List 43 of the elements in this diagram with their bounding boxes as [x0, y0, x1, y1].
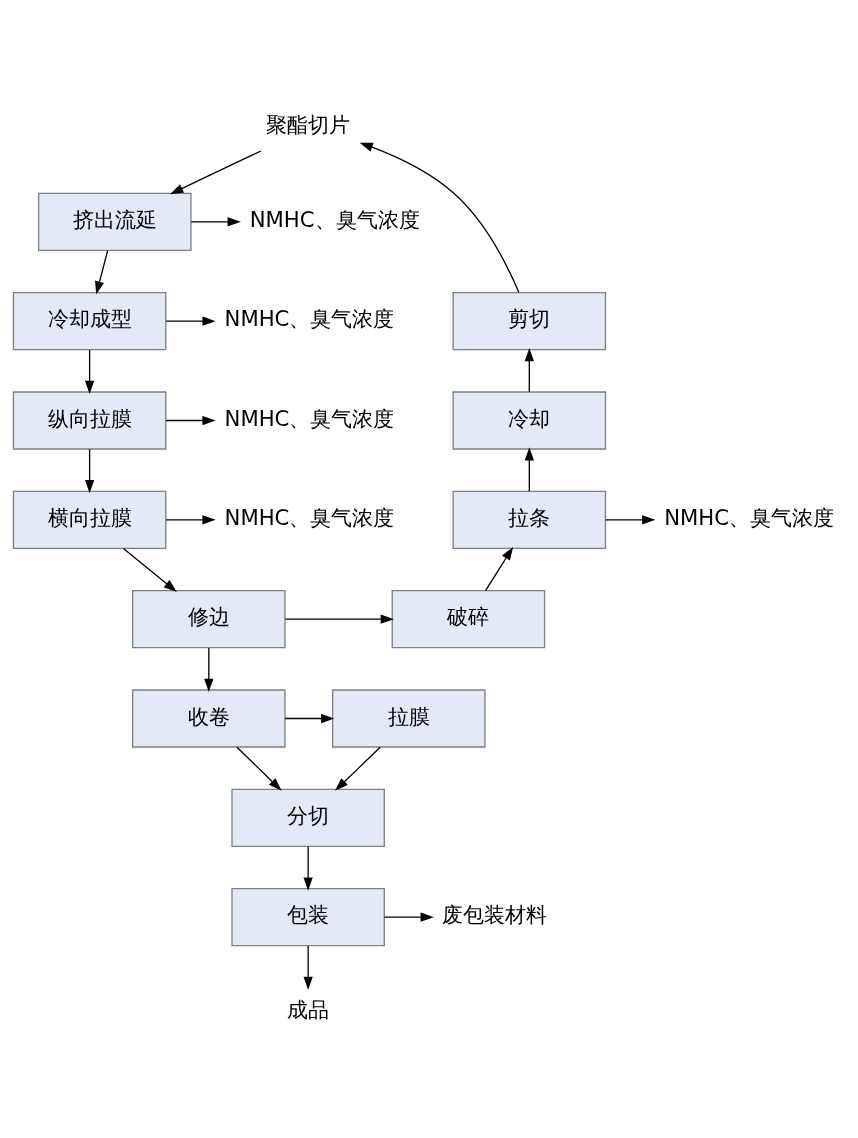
arrow	[524, 446, 534, 492]
node-box: 冷却成型	[12, 291, 167, 350]
arrow	[605, 514, 656, 524]
node-text: 成品	[287, 996, 330, 1022]
node-box: 拉条	[452, 490, 607, 549]
node-box: 收卷	[132, 688, 286, 748]
node-text: NMHC、臭气浓度	[249, 206, 420, 232]
arrow	[122, 547, 177, 592]
arrow	[190, 216, 241, 226]
node-box: 拉膜	[332, 688, 486, 748]
node-text: NMHC、臭气浓度	[224, 305, 395, 331]
arrow	[95, 249, 109, 295]
node-box: 破碎	[391, 589, 546, 648]
arrow	[303, 845, 313, 891]
node-box: 包装	[231, 887, 385, 946]
node-text: NMHC、臭气浓度	[224, 504, 395, 530]
arrow	[84, 448, 95, 493]
node-text: 聚酯切片	[266, 111, 351, 137]
node-box: 纵向拉膜	[12, 390, 167, 450]
arrow	[284, 614, 394, 624]
node-box: 冷却	[452, 390, 607, 450]
node-text: NMHC、臭气浓度	[664, 504, 835, 530]
arrow	[165, 415, 216, 425]
arrow	[236, 746, 282, 791]
node-box: 横向拉膜	[12, 490, 167, 549]
node-text: 废包装材料	[442, 901, 548, 927]
arrow	[484, 546, 514, 591]
node-text: NMHC、臭气浓度	[224, 405, 395, 431]
node-box: 修边	[132, 589, 286, 648]
arrow	[84, 348, 95, 394]
node-box: 挤出流延	[37, 192, 192, 251]
arrow	[303, 944, 313, 990]
arrow	[165, 514, 216, 524]
arrow	[359, 142, 520, 293]
arrow	[284, 713, 335, 723]
node-box: 分切	[231, 788, 385, 847]
node-box: 剪切	[452, 291, 607, 350]
arrow	[165, 316, 216, 326]
arrow	[524, 347, 534, 393]
arrow	[335, 746, 381, 791]
arrow	[170, 149, 262, 194]
arrow	[383, 912, 434, 922]
arrow	[204, 646, 214, 692]
